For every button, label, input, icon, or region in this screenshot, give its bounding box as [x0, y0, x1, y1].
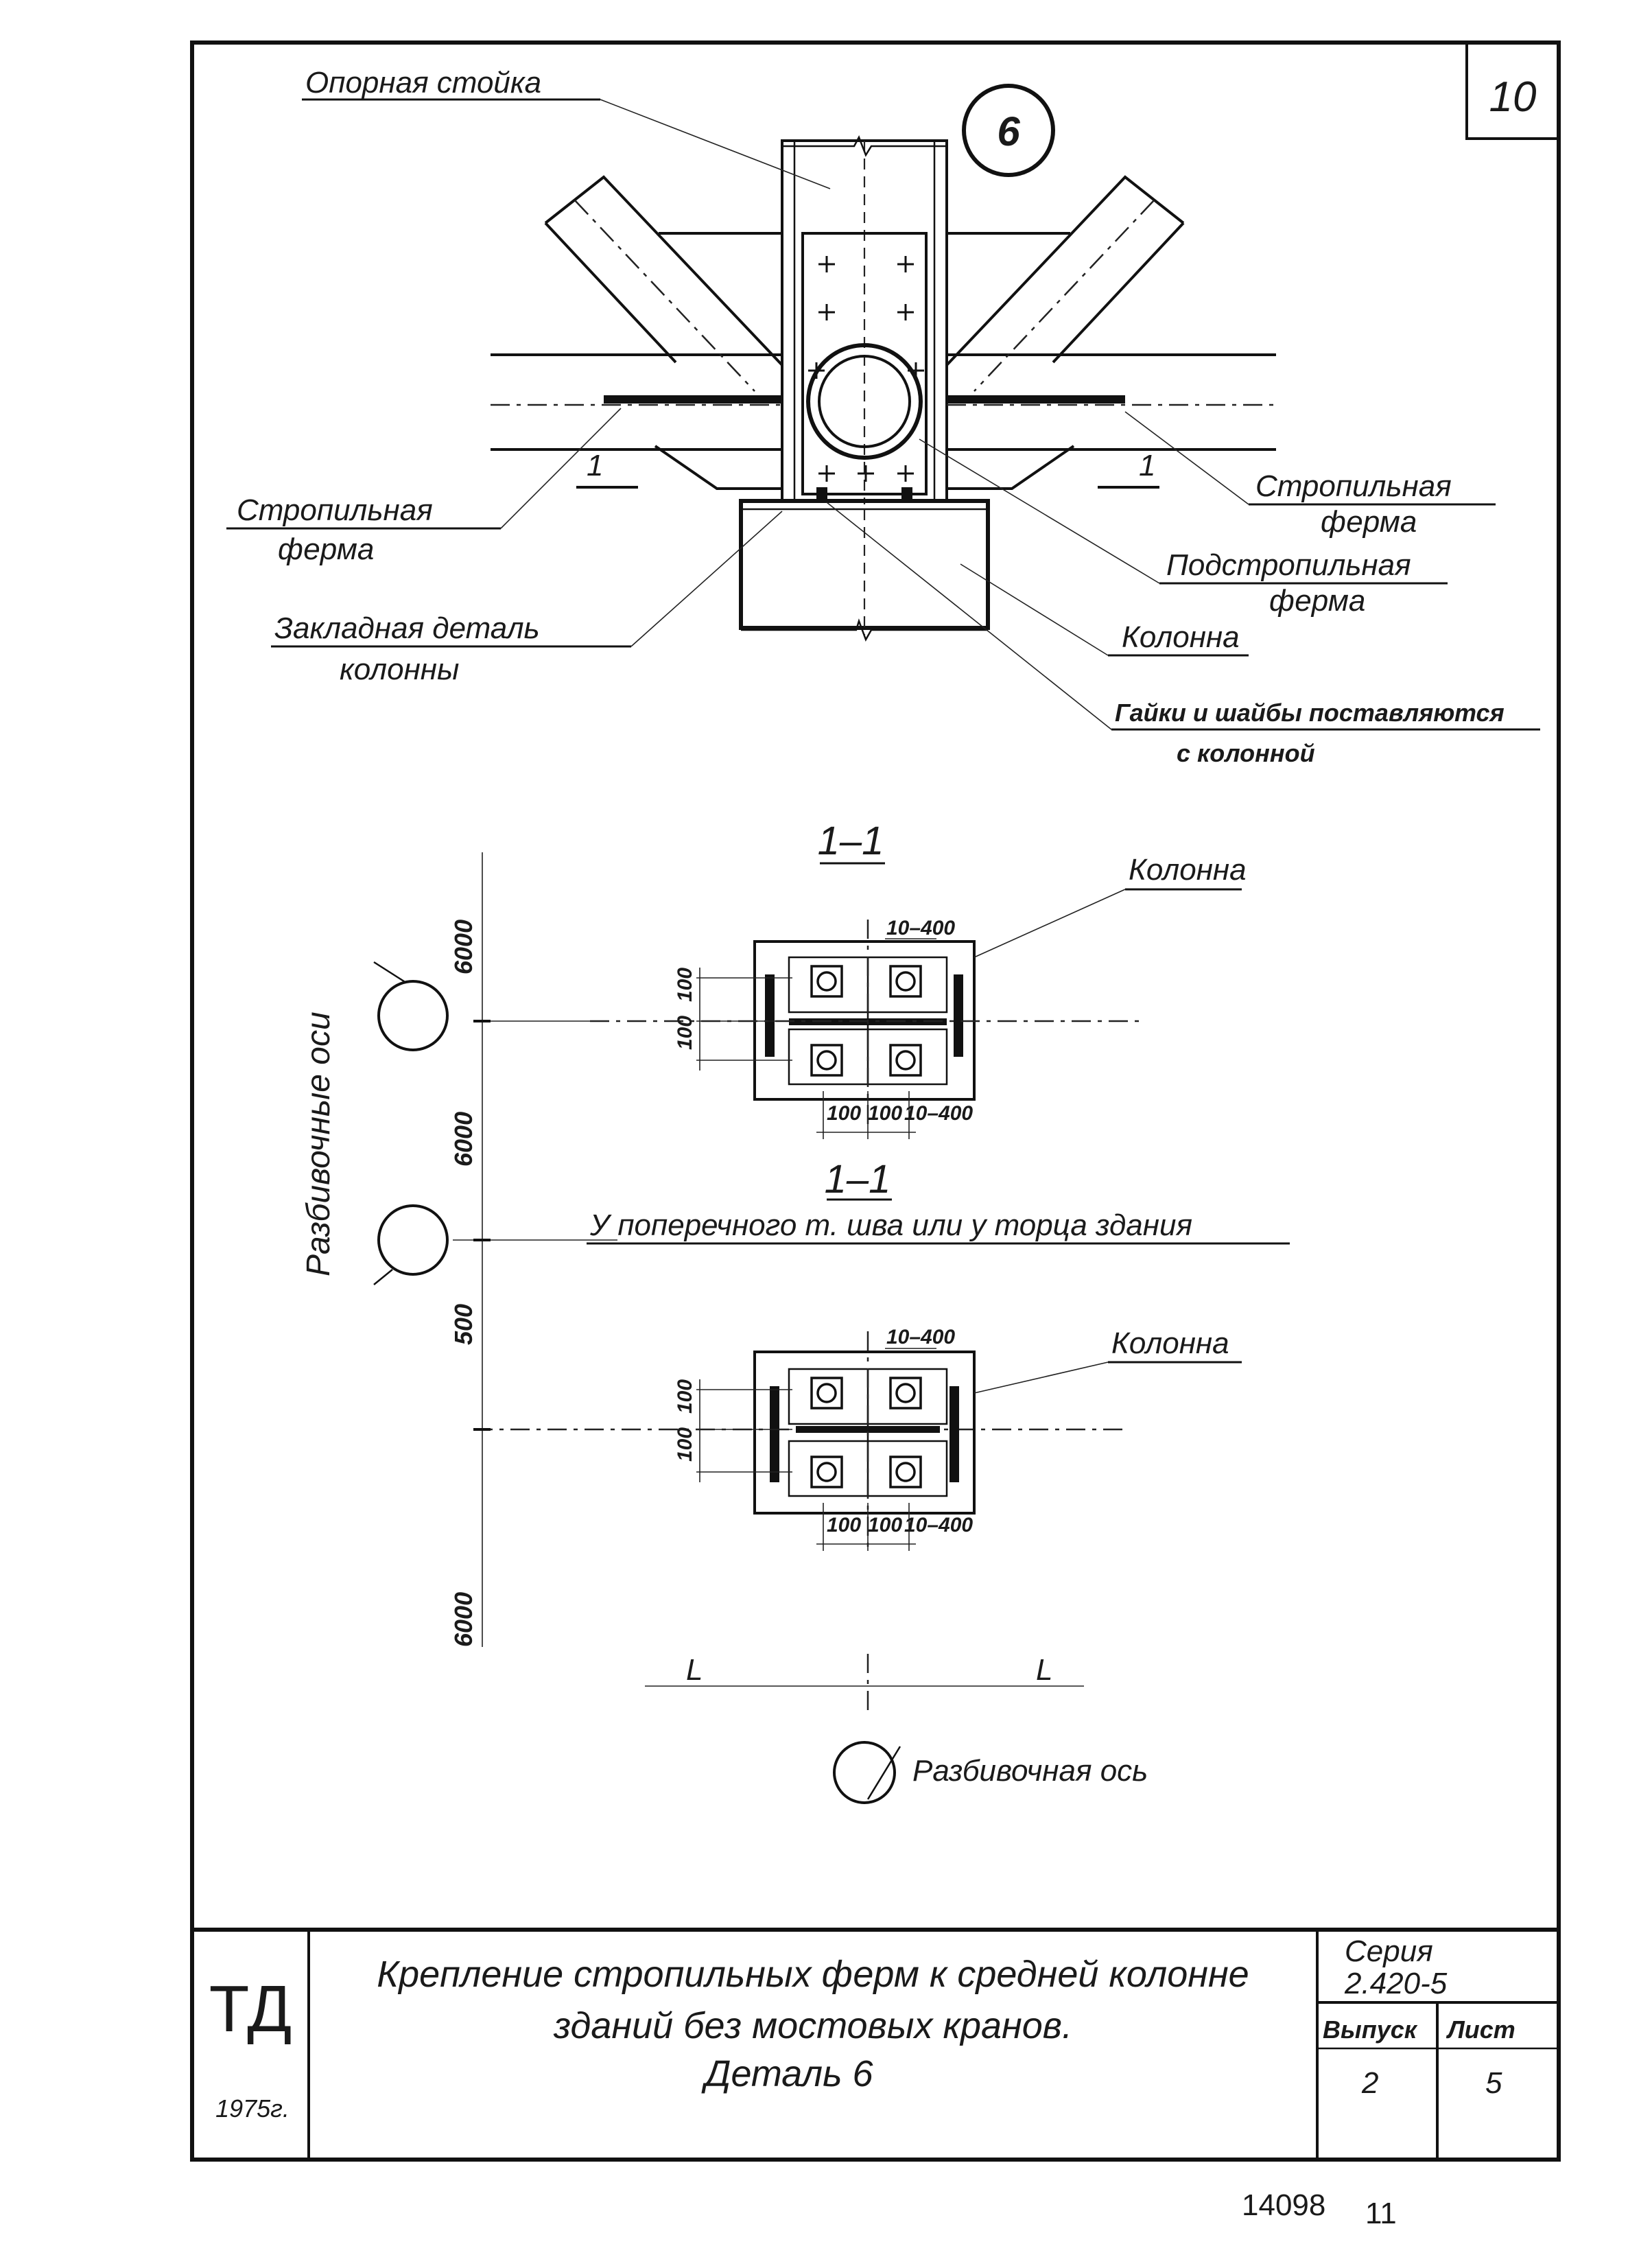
label-sub-truss-2: ферма [1269, 584, 1365, 618]
detail-6-elevation: 6 [491, 84, 1276, 642]
page-number: 11 [1365, 2197, 1397, 2230]
leaders [226, 98, 1540, 731]
section-2-subtitle: У поперечного т. шва или у торца здания [589, 1208, 1192, 1242]
dim-s2-bottom: 6000 [449, 1592, 477, 1647]
axis-legend-circle [833, 1741, 896, 1804]
section-2-title: 1–1 [825, 1157, 891, 1202]
label-embedded-part: Закладная деталь [274, 611, 540, 645]
label-setting-out-axes: Разбивочные оси [300, 1012, 337, 1276]
label-column: Колонна [1122, 620, 1240, 654]
dim-s2-offset: 500 [449, 1304, 477, 1345]
issue-label: Выпуск [1323, 2015, 1418, 2044]
s2-plate-top: 10–400 [886, 1326, 955, 1348]
cross-mark [858, 465, 874, 482]
label-setting-out-axis: Разбивочная ось [912, 1754, 1148, 1788]
s2-column-label: Колонна [1111, 1326, 1229, 1360]
s2-plate-bottom: 10–400 [904, 1514, 973, 1536]
s1-v-lower: 100 [674, 1016, 696, 1050]
series-label: Серия [1345, 1934, 1433, 1968]
title-line-2: зданий без мостовых кранов. [553, 2005, 1072, 2046]
label-support-post: Опорная стойка [305, 66, 541, 100]
span-line [645, 1654, 1084, 1716]
section-1-plan [590, 920, 1139, 1125]
sheet-value: 5 [1485, 2066, 1502, 2100]
label-nuts-2: с колонной [1177, 739, 1315, 767]
bolt [895, 971, 916, 992]
cross-mark [818, 256, 835, 272]
section-1-dims [696, 938, 936, 1139]
year: 1975г. [215, 2094, 290, 2123]
cross-mark [808, 362, 825, 379]
title-line-1: Крепление стропильных ферм к средней кол… [377, 1954, 1249, 1995]
label-truss-right: Стропильная [1255, 469, 1452, 503]
s1-column-label: Колонна [1129, 853, 1247, 887]
section-1-title: 1–1 [818, 819, 884, 863]
s2-v-lower: 100 [674, 1427, 696, 1462]
cross-marks [808, 256, 924, 482]
cross-mark [818, 304, 835, 320]
s2-h-left: 100 [827, 1514, 861, 1536]
label-embedded-part-2: колонны [340, 653, 459, 686]
s2-h-right: 100 [868, 1514, 902, 1536]
section-2-plan [753, 1331, 976, 1551]
s1-plate-bottom: 10–400 [904, 1102, 973, 1125]
bolt [816, 1462, 837, 1482]
cross-mark [897, 465, 914, 482]
span-right: L [1036, 1653, 1052, 1687]
cross-mark [908, 362, 924, 379]
bolt [816, 1050, 837, 1071]
doc-number: 14098 [1242, 2188, 1325, 2222]
title-block [307, 1930, 1559, 2160]
section-2-dims [696, 1348, 936, 1551]
sheet-number: 10 [1489, 73, 1537, 121]
issue-value: 2 [1361, 2066, 1378, 2100]
s1-plate-top: 10–400 [886, 917, 955, 939]
setting-out-axes [373, 852, 1125, 1647]
section-cut-left: 1 [587, 449, 603, 482]
dim-s1-top: 6000 [449, 920, 477, 974]
span-left: L [686, 1653, 703, 1687]
section-cut-right: 1 [1139, 449, 1155, 482]
s1-h-right: 100 [868, 1102, 902, 1125]
org-stamp: ТД [209, 1972, 292, 2046]
section-2-bolts [810, 1377, 922, 1488]
bolt [816, 971, 837, 992]
bolt [895, 1050, 916, 1071]
label-sub-truss: Подстропильная [1166, 548, 1411, 582]
label-truss-left-2: ферма [278, 533, 374, 566]
cross-mark [897, 256, 914, 272]
bolt [816, 1383, 837, 1403]
s1-h-left: 100 [827, 1102, 861, 1125]
s1-v-upper: 100 [674, 968, 696, 1002]
cross-mark [897, 304, 914, 320]
sheet-label: Лист [1446, 2015, 1515, 2044]
s2-v-upper: 100 [674, 1379, 696, 1414]
bolt [895, 1462, 916, 1482]
title-line-3: Деталь 6 [701, 2053, 873, 2094]
series-value: 2.420-5 [1344, 1967, 1448, 2000]
bolt [895, 1383, 916, 1403]
dim-s1-bottom: 6000 [449, 1112, 477, 1167]
label-nuts: Гайки и шайбы поставляются [1115, 699, 1505, 727]
detail-marker: 6 [997, 108, 1020, 154]
section-1-bolts [810, 965, 922, 1077]
label-truss-right-2: ферма [1321, 505, 1417, 539]
label-truss-left: Стропильная [237, 493, 433, 527]
sheet-frame [190, 40, 1561, 2162]
cross-mark [818, 465, 835, 482]
